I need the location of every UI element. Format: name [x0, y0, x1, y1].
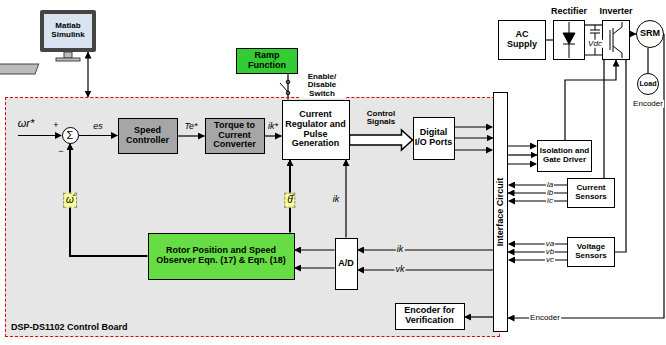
process-box: Current Regulator and Pulse Generation	[282, 100, 350, 160]
process-box: Speed Controller	[118, 118, 178, 154]
connector	[358, 269, 494, 270]
edge-label: Encoder	[529, 314, 561, 322]
connector	[546, 39, 553, 40]
node-label: Current Sensors	[569, 184, 613, 202]
node-label: Σ	[67, 129, 74, 141]
process-box: Digital I/O Ports	[413, 117, 455, 160]
connector	[508, 34, 664, 318]
reference-input-arrow	[18, 135, 61, 136]
node-label: Rotor Position and Speed Observer Eqn. (…	[150, 246, 293, 266]
edge-label: vk	[395, 265, 406, 274]
edge-label: ik*	[267, 122, 279, 131]
motor-circle: SRM	[636, 20, 664, 48]
connector	[295, 249, 335, 250]
node-label: Matlab Simulink	[45, 22, 91, 40]
connector	[358, 249, 494, 250]
keyboard	[0, 52, 80, 74]
node-label: Voltage Sensors	[569, 243, 613, 261]
edge-label: ω̂	[63, 193, 77, 208]
node-label: Inverter	[599, 7, 632, 17]
connector	[70, 144, 148, 257]
board-ground	[5, 97, 500, 337]
node-label: Speed Controller	[120, 126, 176, 146]
connector	[508, 192, 567, 193]
node-label: Load	[639, 80, 656, 88]
process-box: Encoder for Verification	[395, 303, 465, 330]
connector	[647, 48, 648, 73]
edge-label: ik	[332, 195, 341, 204]
block-arrow	[350, 130, 413, 150]
sensor-box: Voltage Sensors	[567, 237, 615, 267]
connector	[178, 135, 205, 136]
connector	[455, 137, 494, 138]
source-box: AC Supply	[498, 20, 546, 60]
sensor-box: Current Sensors	[567, 178, 615, 208]
node-label: Rectifier	[551, 7, 587, 17]
rectifier-box: Rectifier	[553, 20, 585, 60]
signal-name: vc	[545, 256, 555, 264]
node-label: Digital I/O Ports	[415, 128, 453, 148]
igbt-symbol	[610, 22, 622, 58]
diode-symbol	[563, 22, 575, 58]
connector	[585, 24, 602, 25]
connector	[565, 60, 616, 140]
edge-label: es	[92, 122, 104, 131]
observer-box: Rotor Position and Speed Observer Eqn. (…	[148, 233, 295, 280]
connector	[265, 135, 282, 136]
connector	[465, 316, 494, 317]
connector	[345, 160, 346, 238]
inverter-box: Inverter	[602, 20, 630, 60]
load-circle: Load	[637, 73, 659, 95]
annotation: +	[53, 121, 58, 130]
dc-link-capacitor	[585, 25, 602, 55]
node-label: Torque to Current Converter	[207, 121, 263, 151]
computer-screen: Matlab Simulink	[40, 10, 96, 52]
node-label: A/D	[338, 259, 354, 269]
connector	[87, 52, 88, 97]
connector	[615, 60, 626, 252]
node-label: Current Regulator and Pulse Generation	[284, 110, 348, 150]
connector	[603, 60, 604, 178]
annotation: ωr*	[18, 118, 35, 130]
interface-box: Interface Circuit	[493, 92, 508, 332]
node-label: SRM	[640, 29, 660, 39]
process-box: A/D	[335, 238, 358, 290]
annotation: −	[58, 147, 63, 156]
region-title: DSP-DS1102 Control Board	[11, 323, 128, 333]
node-label: Ramp Function	[238, 51, 296, 71]
connector	[508, 251, 567, 252]
edge-label: Te*	[183, 122, 198, 131]
annotation: Encoder	[632, 100, 664, 108]
process-box: Ramp Function	[236, 48, 298, 74]
signal-name: ic	[546, 197, 554, 205]
edge-label: Control Signals	[357, 110, 405, 127]
connector	[295, 267, 335, 268]
edge-label: ik	[396, 245, 405, 254]
node-label: AC Supply	[500, 30, 544, 50]
control-board-region: DSP-DS1102 Control Board Σ Speed Controlle…	[5, 97, 500, 337]
node-label: Encoder for Verification	[397, 306, 463, 326]
connector	[79, 135, 118, 136]
node-label: Interface Circuit	[496, 178, 506, 247]
annotation: Enable/ Disable Switch	[299, 73, 345, 98]
connector	[287, 74, 288, 100]
process-box: Torque to Current Converter	[205, 118, 265, 154]
edge-label: θ̂	[284, 193, 295, 208]
process-box: Isolation and Gate Driver	[537, 140, 592, 172]
summing-junction: Σ	[62, 127, 79, 144]
annotation: Vdc	[587, 40, 603, 48]
node-label: Isolation and Gate Driver	[539, 147, 590, 165]
connector	[508, 154, 537, 155]
